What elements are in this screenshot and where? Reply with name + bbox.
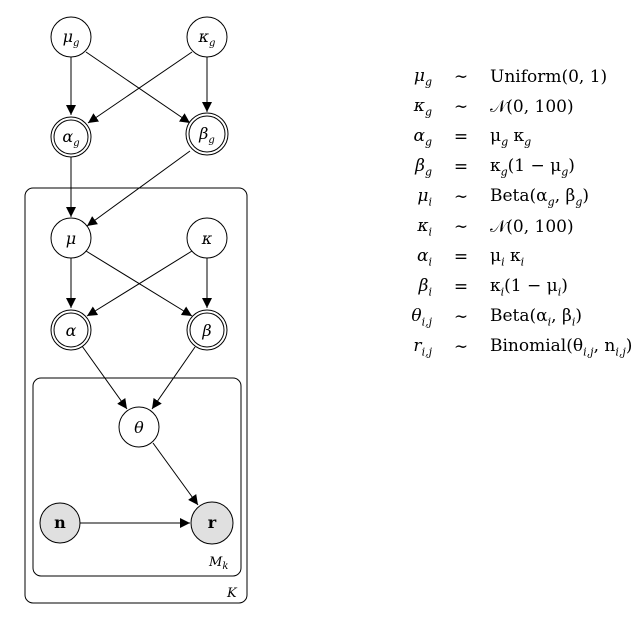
equation-row: αi = μi κi	[392, 242, 632, 272]
equation-lhs: βi	[418, 275, 432, 299]
node-beta: β	[186, 309, 228, 351]
edge-kappa-alpha	[86, 250, 193, 317]
equation-lhs: κi	[417, 215, 432, 239]
inner-plate	[32, 377, 242, 577]
node-kappa-g: κg	[186, 16, 228, 58]
node-beta-g: βg	[185, 112, 229, 156]
node-theta: θ	[118, 406, 160, 448]
edge-beta-g-mu	[86, 150, 191, 227]
equation-row: μg ∼ Uniform(0, 1)	[392, 62, 632, 92]
node-r: r	[190, 501, 234, 545]
svg-text:β: β	[201, 321, 211, 340]
equation-relation: ∼	[453, 187, 469, 207]
equation-row: βg = κg(1 − μg)	[392, 152, 632, 182]
equation-relation: =	[453, 277, 469, 297]
model-equations: μg ∼ Uniform(0, 1) κg ∼ 𝒩(0, 100) αg = μg κg βg = κ…	[392, 62, 632, 362]
svg-text:n: n	[54, 513, 66, 532]
edge-beta-theta	[151, 346, 196, 410]
equation-rhs: κg(1 − μg)	[490, 155, 575, 179]
equation-rhs: μi κi	[490, 245, 525, 269]
equation-relation: =	[453, 127, 469, 147]
svg-text:βg: βg	[198, 124, 215, 146]
outer-plate	[24, 187, 248, 604]
equation-rhs: μg κg	[490, 125, 532, 149]
equation-rhs: Uniform(0, 1)	[490, 67, 608, 87]
equation-lhs: κg	[413, 95, 432, 119]
outer-plate-label: K	[226, 586, 238, 601]
equation-rhs: Beta(αi, βi)	[490, 305, 582, 329]
equation-lhs: μg	[413, 65, 432, 89]
equation-row: ri,j ∼ Binomial(θi,j, ni,j)	[392, 332, 632, 362]
equation-lhs: βg	[415, 155, 432, 179]
equation-relation: ∼	[453, 67, 469, 87]
node-kappa: κ	[186, 217, 228, 259]
equation-lhs: αg	[413, 125, 432, 149]
edge-theta-r	[152, 442, 199, 506]
equation-relation: ∼	[453, 97, 469, 117]
svg-text:μg: μg	[63, 27, 80, 49]
svg-text:αg: αg	[62, 127, 79, 149]
node-alpha: α	[50, 309, 92, 351]
equation-row: κg ∼ 𝒩(0, 100)	[392, 92, 632, 122]
equation-rhs: 𝒩(0, 100)	[490, 217, 574, 237]
edge-kappa-g-alpha-g	[87, 51, 193, 124]
svg-text:κg: κg	[198, 27, 216, 49]
graphical-model-diagram: K Mk μg κg αg	[24, 16, 248, 604]
equation-row: μi ∼ Beta(αg, βg)	[392, 182, 632, 212]
inner-plate-label: Mk	[208, 555, 228, 572]
node-alpha-g: αg	[50, 116, 92, 158]
edge-mu-g-beta-g	[85, 51, 191, 124]
node-mu: μ	[50, 217, 92, 259]
edges	[66, 51, 212, 528]
node-n: n	[39, 502, 81, 544]
edge-alpha-theta	[81, 345, 128, 410]
node-mu-g: μg	[50, 16, 92, 58]
svg-text:r: r	[208, 513, 217, 532]
equation-row: θi,j ∼ Beta(αi, βi)	[392, 302, 632, 332]
equation-lhs: θi,j	[411, 305, 432, 329]
svg-text:α: α	[66, 321, 77, 340]
equation-relation: ∼	[453, 307, 469, 327]
equation-row: βi = κi(1 − μi)	[392, 272, 632, 302]
equation-relation: ∼	[453, 337, 469, 357]
equation-rhs: Beta(αg, βg)	[490, 185, 590, 209]
equation-lhs: ri,j	[413, 335, 432, 359]
svg-text:κ: κ	[201, 229, 213, 248]
equation-rhs: Binomial(θi,j, ni,j)	[490, 335, 633, 359]
equation-lhs: αi	[416, 245, 432, 269]
equation-rhs: κi(1 − μi)	[490, 275, 568, 299]
equation-lhs: μi	[417, 185, 432, 209]
equation-relation: =	[453, 157, 469, 177]
svg-text:μ: μ	[66, 229, 76, 248]
svg-text:θ: θ	[134, 418, 144, 437]
equation-relation: =	[453, 247, 469, 267]
equation-relation: ∼	[453, 217, 469, 237]
equation-row: αg = μg κg	[392, 122, 632, 152]
equation-rhs: 𝒩(0, 100)	[490, 97, 574, 117]
equation-row: κi ∼ 𝒩(0, 100)	[392, 212, 632, 242]
